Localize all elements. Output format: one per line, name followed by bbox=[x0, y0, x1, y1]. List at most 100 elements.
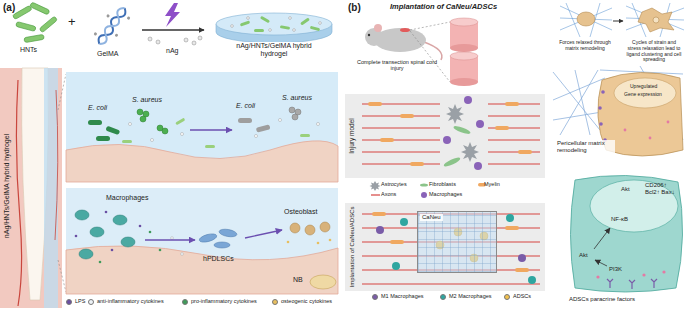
osteogenesis-panel bbox=[245, 230, 282, 238]
figure-node: Pericellular matrix remodeling bbox=[553, 70, 683, 166]
antibacterial-panel bbox=[175, 118, 185, 126]
node-text: nAg/HNTs/GelMA hybrid hydrogel bbox=[232, 42, 316, 58]
rat-figure bbox=[374, 24, 382, 32]
osteogenesis-panel bbox=[214, 242, 230, 248]
legend-entry: Myelin bbox=[475, 181, 500, 188]
injury-band bbox=[488, 163, 540, 164]
hnts-rods bbox=[12, 5, 32, 19]
region-band: Implantation of CaNeu/ADSCsCaNeu bbox=[345, 203, 545, 291]
matrix-cells bbox=[626, 3, 684, 37]
injury-band bbox=[488, 139, 540, 140]
legend-icons bbox=[420, 183, 428, 186]
osteogenesis-panel bbox=[317, 242, 320, 245]
legend-entry: pro-inflammatory cytokines bbox=[182, 298, 257, 305]
osteogenesis-panel bbox=[66, 246, 338, 294]
nag-dots bbox=[156, 40, 160, 44]
implantation-band bbox=[515, 268, 529, 272]
matrix-cell bbox=[598, 106, 602, 110]
injury-band bbox=[345, 94, 545, 178]
osteogenesis-panel bbox=[75, 211, 142, 252]
osteogenesis-panel bbox=[121, 237, 135, 247]
node-text: Pericellular matrix remodeling bbox=[557, 140, 615, 154]
legend-entry: ADSCs bbox=[504, 293, 531, 300]
gelma-helix bbox=[114, 33, 118, 37]
antibacterial-panel bbox=[289, 107, 301, 120]
legend-swatch bbox=[504, 294, 510, 300]
hydrogel-disc bbox=[300, 17, 310, 25]
antibacterial-panel bbox=[137, 109, 168, 134]
antibacterial-panel bbox=[88, 120, 102, 125]
label: Upregulated bbox=[630, 84, 657, 90]
legend-icons bbox=[370, 181, 487, 198]
injury-band bbox=[505, 102, 519, 106]
hydrogel-disc bbox=[231, 25, 234, 28]
legend-text: Astrocytes bbox=[381, 181, 407, 187]
legend-text: Myelin bbox=[484, 181, 500, 187]
osteogenesis-panel bbox=[66, 188, 338, 294]
injury-band bbox=[464, 96, 472, 104]
matrix-cells bbox=[577, 12, 595, 26]
antibacterial-panel bbox=[190, 129, 232, 131]
connector-arrow bbox=[613, 21, 623, 22]
injury-band bbox=[443, 136, 451, 144]
rat-figure bbox=[424, 42, 442, 60]
osteogenesis-panel bbox=[290, 222, 330, 235]
label: E. coli bbox=[88, 104, 107, 112]
legend-swatch bbox=[88, 299, 94, 305]
hydrogel-disc bbox=[210, 4, 338, 42]
signaling-cell bbox=[595, 260, 607, 266]
matrix-cell bbox=[667, 121, 670, 124]
periodontium-figure bbox=[44, 68, 58, 308]
signaling-cell bbox=[642, 273, 645, 276]
osteogenesis-panel bbox=[79, 249, 93, 259]
signaling-cell bbox=[571, 175, 683, 292]
legend-text: Macrophages bbox=[429, 191, 462, 197]
rat-figure bbox=[368, 34, 370, 36]
rat-figure bbox=[410, 31, 450, 82]
hnts-rods bbox=[16, 21, 37, 31]
process-arrow bbox=[142, 30, 204, 31]
signaling-cell bbox=[596, 275, 599, 278]
legend-entry: Astrocytes bbox=[372, 181, 407, 188]
matrix-cell bbox=[624, 129, 627, 132]
hnts-rods bbox=[24, 34, 45, 42]
legend-entry: Axons bbox=[372, 191, 396, 198]
node-text: Implantation of CaNeu/ADSCs bbox=[347, 203, 357, 291]
injury-band bbox=[476, 120, 484, 128]
label: Gene expression bbox=[624, 92, 662, 98]
matrix-cells bbox=[653, 17, 659, 23]
antibacterial-panel bbox=[66, 72, 338, 182]
legend-text: ADSCs bbox=[513, 293, 531, 299]
hydrogel-disc bbox=[280, 25, 290, 30]
legend-entry: M2 Macrophages bbox=[440, 293, 492, 300]
periodontium-figure bbox=[55, 90, 58, 240]
region-band: Injury model bbox=[345, 94, 545, 178]
osteogenesis-panel bbox=[171, 237, 174, 240]
osteogenesis-panel bbox=[290, 223, 300, 233]
injury-band bbox=[443, 125, 472, 168]
matrix-cell bbox=[599, 122, 603, 126]
injury-band bbox=[362, 163, 440, 164]
hydrogel-disc bbox=[289, 17, 292, 20]
injury-band bbox=[362, 151, 440, 152]
spinal-cord-figure bbox=[450, 52, 478, 60]
periodontium-figure bbox=[0, 68, 66, 308]
antibacterial-panel bbox=[140, 116, 146, 122]
hydrogel-disc bbox=[260, 16, 270, 24]
nag-dots bbox=[148, 37, 152, 41]
antibacterial-panel bbox=[162, 128, 168, 134]
injury-band bbox=[461, 142, 479, 162]
osteogenesis-panel bbox=[159, 249, 162, 252]
osteogenesis-panel bbox=[139, 225, 142, 228]
legend-entry: LPS bbox=[66, 298, 85, 305]
osteogenesis-panel bbox=[145, 239, 195, 240]
injury-band bbox=[380, 138, 394, 142]
injury-band bbox=[453, 125, 472, 136]
matrix-cell bbox=[649, 137, 652, 140]
osteogenesis-panel bbox=[310, 275, 336, 289]
legend-text: LPS bbox=[75, 298, 85, 304]
rat-figure bbox=[410, 22, 450, 30]
label: GelMA bbox=[97, 50, 118, 58]
osteogenesis-panel bbox=[66, 188, 338, 294]
injury-band bbox=[443, 96, 484, 170]
